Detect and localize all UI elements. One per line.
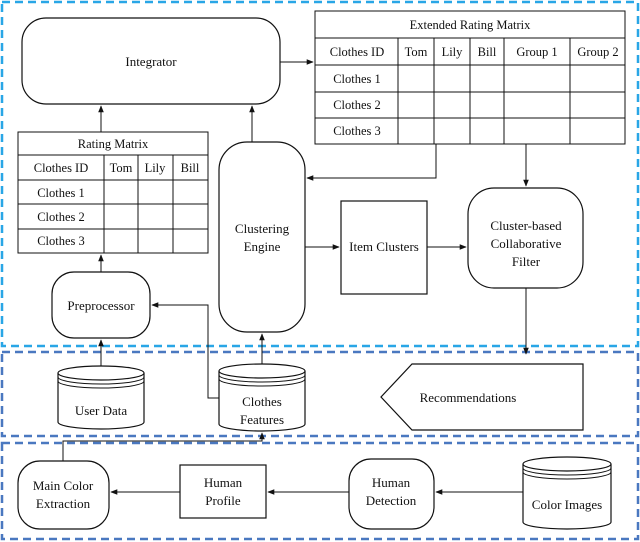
human-detection-label-2: Detection xyxy=(366,493,417,508)
clothes-features-label-1: Clothes xyxy=(242,394,282,409)
rm-header-tom: Tom xyxy=(110,161,133,175)
human-detection-label-1: Human xyxy=(372,475,411,490)
extended-rating-matrix: Extended Rating Matrix Clothes ID Tom Li… xyxy=(314,10,626,145)
ext-header-group-1: Group 1 xyxy=(516,45,557,59)
top-region-border xyxy=(0,0,640,348)
clustering-engine-box: Clustering Engine xyxy=(218,141,306,333)
rating-matrix-title: Rating Matrix xyxy=(78,137,149,151)
ext-header-bill: Bill xyxy=(478,45,497,59)
clustering-engine-label-1: Clustering xyxy=(235,221,290,236)
ext-row-label: Clothes 1 xyxy=(333,72,381,86)
recommendations-label: Recommendations xyxy=(420,390,517,405)
ext-header-clothes-id: Clothes ID xyxy=(330,45,385,59)
human-detection-box: Human Detection xyxy=(348,458,435,530)
main-color-extraction-box: Main Color Extraction xyxy=(17,460,110,530)
integrator-label: Integrator xyxy=(125,54,177,69)
cluster-filter-label-3: Filter xyxy=(512,254,541,269)
recommendations-shape: Recommendations xyxy=(380,363,584,431)
human-profile-box: Human Profile xyxy=(179,464,267,519)
clothes-features-cylinder: Clothes Features xyxy=(218,363,306,432)
ext-header-group-2: Group 2 xyxy=(577,45,618,59)
extended-matrix-title: Extended Rating Matrix xyxy=(410,18,532,32)
item-clusters-label: Item Clusters xyxy=(349,239,419,254)
preprocessor-label: Preprocessor xyxy=(67,298,135,313)
cluster-filter-label-2: Collaborative xyxy=(491,236,562,251)
rm-header-bill: Bill xyxy=(181,161,200,175)
ext-row-label: Clothes 2 xyxy=(333,98,381,112)
rm-row-label: Clothes 1 xyxy=(37,186,85,200)
ext-header-tom: Tom xyxy=(405,45,428,59)
user-data-label: User Data xyxy=(75,403,128,418)
cluster-filter-box: Cluster-based Collaborative Filter xyxy=(467,187,584,289)
arrow-extended-matrix-to-clustering-engine xyxy=(306,144,437,181)
item-clusters-box: Item Clusters xyxy=(340,200,428,295)
bottom-region-border xyxy=(0,441,640,541)
cluster-filter-label-1: Cluster-based xyxy=(490,218,562,233)
user-data-cylinder: User Data xyxy=(57,365,145,430)
middle-region-border xyxy=(0,350,640,438)
arrow-clothes-features-to-preprocessor xyxy=(151,302,219,399)
rm-header-clothes-id: Clothes ID xyxy=(34,161,89,175)
clothes-features-label-2: Features xyxy=(240,412,284,427)
rm-header-lily: Lily xyxy=(145,161,167,175)
rm-row-label: Clothes 2 xyxy=(37,210,85,224)
human-profile-label-1: Human xyxy=(204,475,243,490)
preprocessor-box: Preprocessor xyxy=(51,271,151,339)
clustering-engine-label-2: Engine xyxy=(244,239,281,254)
rating-matrix: Rating Matrix Clothes ID Tom Lily Bill C… xyxy=(17,131,209,254)
rm-row-label: Clothes 3 xyxy=(37,234,85,248)
human-profile-label-2: Profile xyxy=(205,493,241,508)
main-color-label-1: Main Color xyxy=(33,478,94,493)
arrow-main-color-to-clothes-features xyxy=(62,432,265,461)
ext-header-lily: Lily xyxy=(442,45,464,59)
color-images-label: Color Images xyxy=(532,497,602,512)
color-images-cylinder: Color Images xyxy=(522,456,612,530)
connectors xyxy=(62,59,529,495)
integrator-box: Integrator xyxy=(21,17,281,105)
ext-row-label: Clothes 3 xyxy=(333,124,381,138)
main-color-label-2: Extraction xyxy=(36,496,91,511)
